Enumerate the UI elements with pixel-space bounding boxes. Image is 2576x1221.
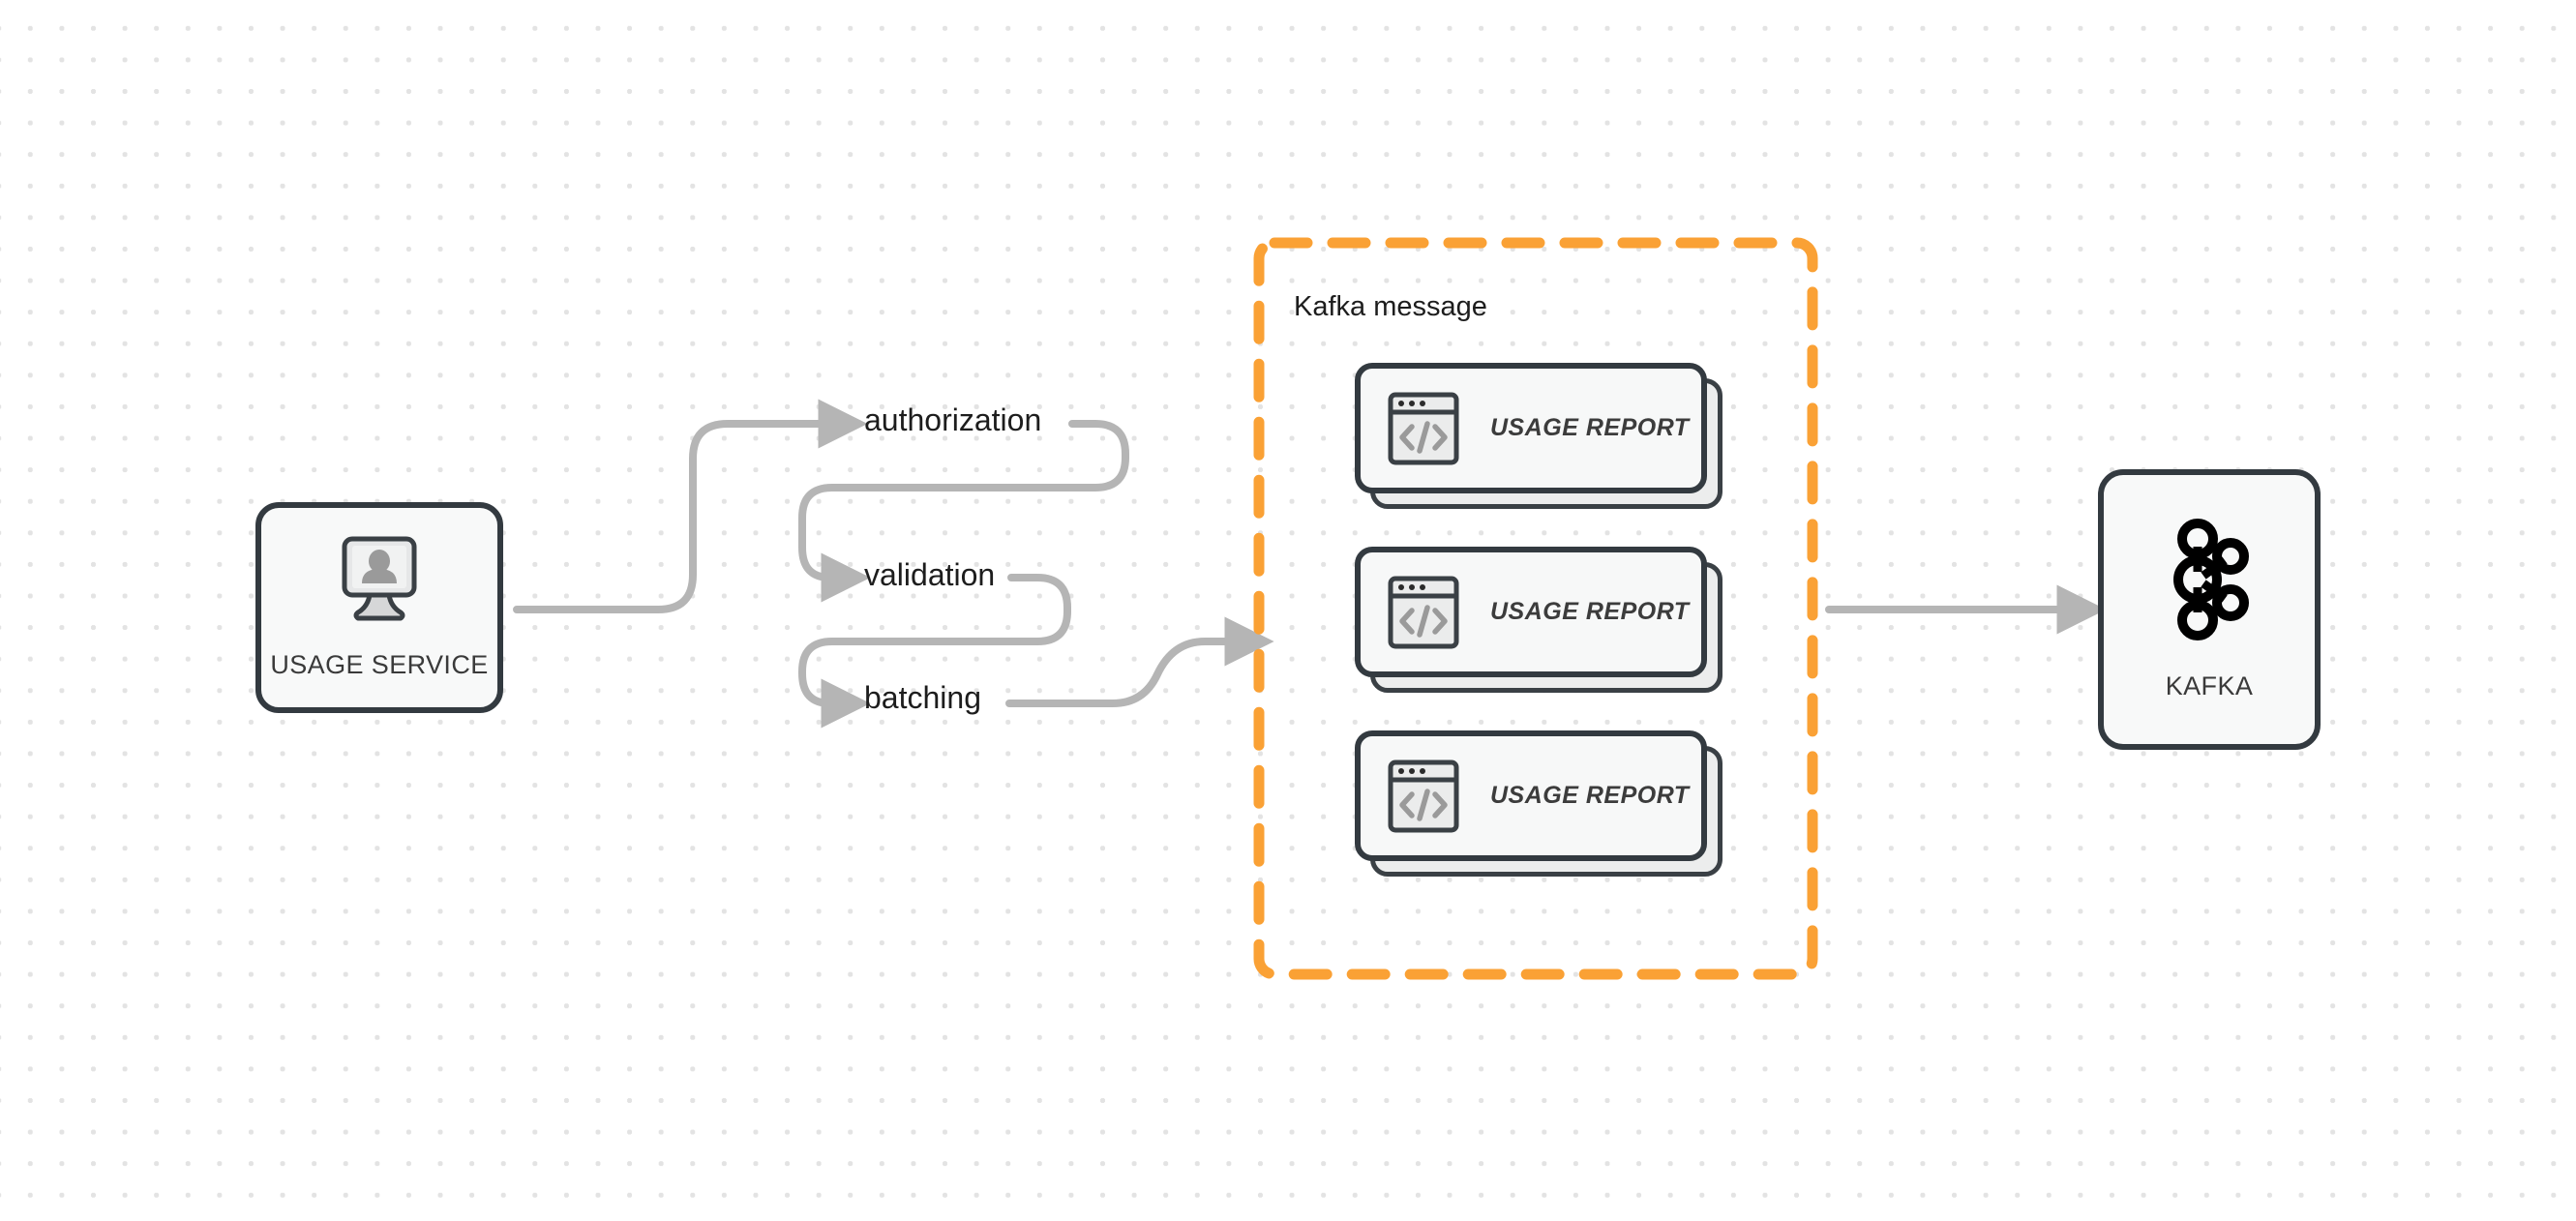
node-usage-service[interactable]: USAGE SERVICE — [255, 502, 503, 713]
monitor-user-icon — [333, 535, 426, 629]
node-kafka[interactable]: KAFKA — [2098, 469, 2321, 750]
node-usage-service-label: USAGE SERVICE — [270, 650, 489, 679]
usage-report-card[interactable]: USAGE REPORT — [1355, 363, 1707, 493]
usage-report-card-label: USAGE REPORT — [1490, 782, 1690, 809]
group-dashed-border — [1253, 237, 1818, 980]
edge-batching-to-kafka-message — [1005, 616, 1274, 707]
usage-report-card-stack[interactable]: USAGE REPORT — [1355, 730, 1722, 883]
step-label-batching[interactable]: batching — [864, 680, 981, 715]
usage-report-card-stack[interactable]: USAGE REPORT — [1355, 547, 1722, 700]
usage-report-card-stack[interactable]: USAGE REPORT — [1355, 363, 1722, 516]
step-label-validation[interactable]: validation — [864, 557, 996, 592]
usage-report-card-label: USAGE REPORT — [1490, 414, 1690, 441]
step-label-authorization[interactable]: authorization — [864, 402, 1042, 437]
edge-authorization-to-validation — [798, 420, 1129, 603]
code-window-icon — [1388, 759, 1459, 833]
node-kafka-label: KAFKA — [2165, 671, 2254, 700]
usage-report-card[interactable]: USAGE REPORT — [1355, 730, 1707, 861]
usage-report-card[interactable]: USAGE REPORT — [1355, 547, 1707, 677]
usage-report-card-label: USAGE REPORT — [1490, 598, 1690, 625]
edge-service-to-authorization — [513, 399, 868, 613]
group-title: Kafka message — [1294, 291, 1487, 322]
code-window-icon — [1388, 576, 1459, 649]
kafka-logo-icon — [2165, 518, 2254, 646]
code-window-icon — [1388, 392, 1459, 465]
group-kafka-message[interactable]: Kafka message USAGE REP — [1253, 237, 1818, 980]
